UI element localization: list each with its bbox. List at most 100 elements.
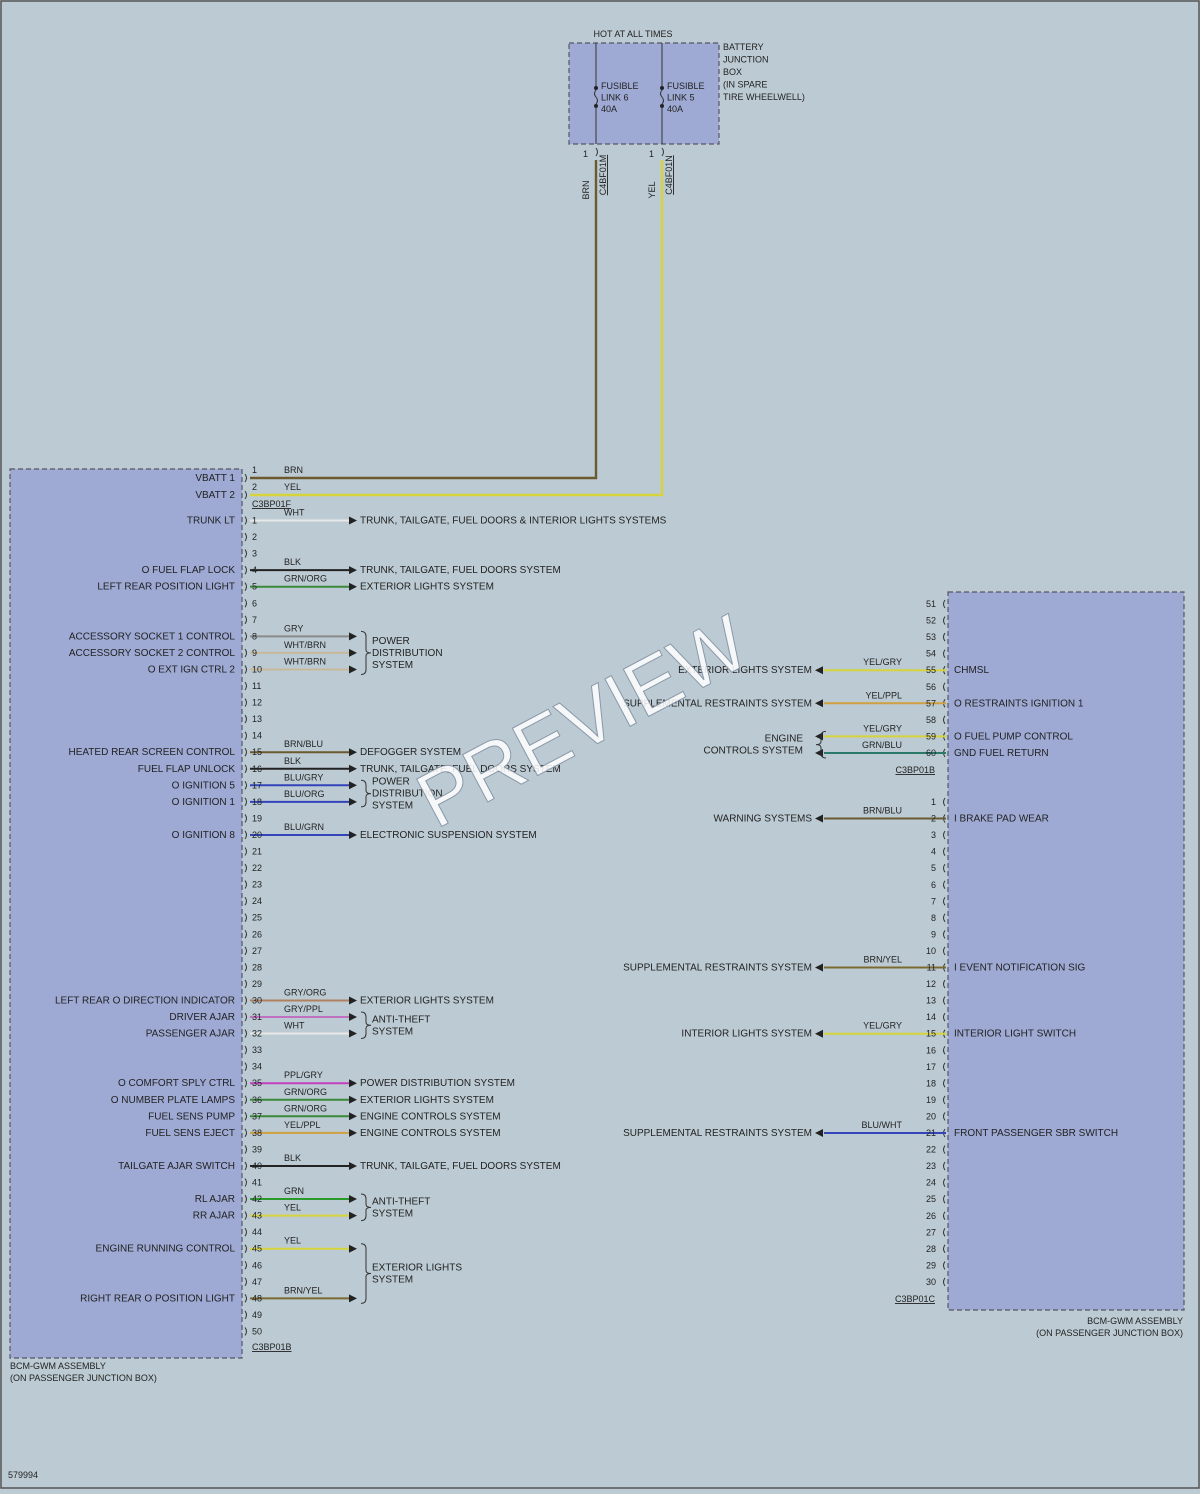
destination-system-label: TRUNK, TAILGATE, FUEL DOORS SYSTEM xyxy=(360,764,561,775)
connector-plug xyxy=(244,1112,247,1121)
pin-function-label: FUEL SENS PUMP xyxy=(148,1111,235,1122)
pin-function-label: TRUNK LT xyxy=(187,516,235,527)
pin-function-label: RL AJAR xyxy=(195,1194,235,1205)
pin-number: 2 xyxy=(252,482,257,492)
fuse-node xyxy=(594,86,598,90)
connector-plug xyxy=(244,565,247,575)
wire-color-label: GRN/ORG xyxy=(284,1103,327,1113)
pin-number: 48 xyxy=(252,1293,262,1303)
pin-function-label: O IGNITION 1 xyxy=(172,797,236,808)
connector-id: C3BP01B xyxy=(252,1342,292,1352)
wire-color-label: YEL/GRY xyxy=(863,657,902,667)
pin-number: 2 xyxy=(931,814,936,824)
fusible-link-symbol xyxy=(594,89,598,105)
connector-plug xyxy=(943,1178,946,1187)
wire-color-label: WHT/BRN xyxy=(284,656,326,666)
connector-plug xyxy=(244,648,247,658)
pin-number: 16 xyxy=(252,764,262,774)
pin-number: 24 xyxy=(252,896,262,906)
connector-plug xyxy=(244,996,247,1005)
pin-number: 5 xyxy=(931,863,936,873)
pin-number: 54 xyxy=(926,649,936,659)
pin-number: 21 xyxy=(252,847,262,857)
pin-function-label: GND FUEL RETURN xyxy=(954,748,1049,759)
pin-number: 12 xyxy=(252,698,262,708)
pin-number: 20 xyxy=(252,830,262,840)
pin-function-label: I EVENT NOTIFICATION SIG xyxy=(954,963,1086,974)
connector-plug xyxy=(943,996,946,1005)
pin-number: 23 xyxy=(926,1161,936,1171)
signal-arrow xyxy=(349,648,357,657)
signal-arrow xyxy=(349,1161,357,1170)
connector-plug xyxy=(943,1194,946,1204)
pin-number: 4 xyxy=(931,847,936,857)
connector-plug xyxy=(943,946,946,956)
connector-plug xyxy=(244,913,247,922)
pin-number: 28 xyxy=(926,1244,936,1254)
connector-plug xyxy=(244,1062,247,1071)
system-group-brace xyxy=(360,1243,372,1304)
signal-arrow xyxy=(815,666,823,675)
wire-color-label: BLK xyxy=(284,557,301,567)
wire-color-label: BRN/BLU xyxy=(284,739,323,749)
pin-number: 23 xyxy=(252,880,262,890)
pin-number: 19 xyxy=(926,1095,936,1105)
connector-plug xyxy=(244,863,247,873)
connector-plug xyxy=(943,913,946,923)
pin-number: 32 xyxy=(252,1029,262,1039)
pin-number: 60 xyxy=(926,748,936,758)
signal-arrow xyxy=(349,830,357,839)
connector-plug xyxy=(943,1095,946,1105)
wire-color-label: YEL/GRY xyxy=(863,1021,902,1031)
connector-plug xyxy=(244,516,247,525)
pin-number: 57 xyxy=(926,698,936,708)
connector-plug xyxy=(244,797,247,807)
pin-number: 29 xyxy=(926,1260,936,1270)
wire-color-label: BRN xyxy=(284,465,303,475)
group-destination-label: SYSTEM xyxy=(372,801,413,812)
group-destination-label: ANTI-THEFT xyxy=(372,1196,430,1207)
destination-system-label: TRUNK, TAILGATE, FUEL DOORS SYSTEM xyxy=(360,565,561,576)
group-destination-label: SYSTEM xyxy=(372,1208,413,1219)
pin-number: 10 xyxy=(926,946,936,956)
signal-arrow xyxy=(349,764,357,773)
pin-function-label: ENGINE RUNNING CONTROL xyxy=(96,1244,236,1255)
connector-plug xyxy=(244,731,247,740)
connector-plug xyxy=(244,1145,247,1154)
pin-number: 10 xyxy=(252,664,262,674)
vbatt-wire xyxy=(250,160,598,480)
connector-plug xyxy=(244,963,247,972)
wire-color-label: WHT/BRN xyxy=(284,640,326,650)
pin-number: 1 xyxy=(252,516,257,526)
group-destination-label: SYSTEM xyxy=(372,1026,413,1037)
signal-arrow xyxy=(349,516,357,525)
pin-function-label: O COMFORT SPLY CTRL xyxy=(118,1078,235,1089)
pin-number: 19 xyxy=(252,813,262,823)
pin-number: 5 xyxy=(252,582,257,592)
connector-plug xyxy=(244,946,247,956)
connector-plug xyxy=(244,747,247,757)
pin-number: 9 xyxy=(931,929,936,939)
fuse-node xyxy=(660,86,664,90)
wire-color-label: BLU/GRN xyxy=(284,822,324,832)
pin-function-label: PASSENGER AJAR xyxy=(146,1029,235,1040)
connector-plug xyxy=(244,830,247,840)
connector-plug xyxy=(244,814,247,823)
connector-plug xyxy=(943,682,946,692)
vbatt-wire xyxy=(250,160,664,497)
connector-plug xyxy=(943,863,946,873)
pin-function-label: FRONT PASSENGER SBR SWITCH xyxy=(954,1128,1118,1139)
signal-arrow xyxy=(349,1079,357,1088)
left-module-name-line: BCM-GWM ASSEMBLY xyxy=(10,1361,106,1371)
pin-number: 55 xyxy=(926,665,936,675)
pin-number: 38 xyxy=(252,1128,262,1138)
connector-plug xyxy=(244,1327,247,1336)
pin-number: 11 xyxy=(252,681,261,691)
connector-plug xyxy=(244,1277,247,1287)
connector-plug xyxy=(244,1128,247,1138)
destination-system-label: INTERIOR LIGHTS SYSTEM xyxy=(681,1029,812,1040)
pin-number: 42 xyxy=(252,1194,262,1204)
pin-function-label: O RESTRAINTS IGNITION 1 xyxy=(954,698,1084,709)
fuse-pin-number: 1 xyxy=(583,149,588,159)
destination-system-label: WARNING SYSTEMS xyxy=(713,814,812,825)
